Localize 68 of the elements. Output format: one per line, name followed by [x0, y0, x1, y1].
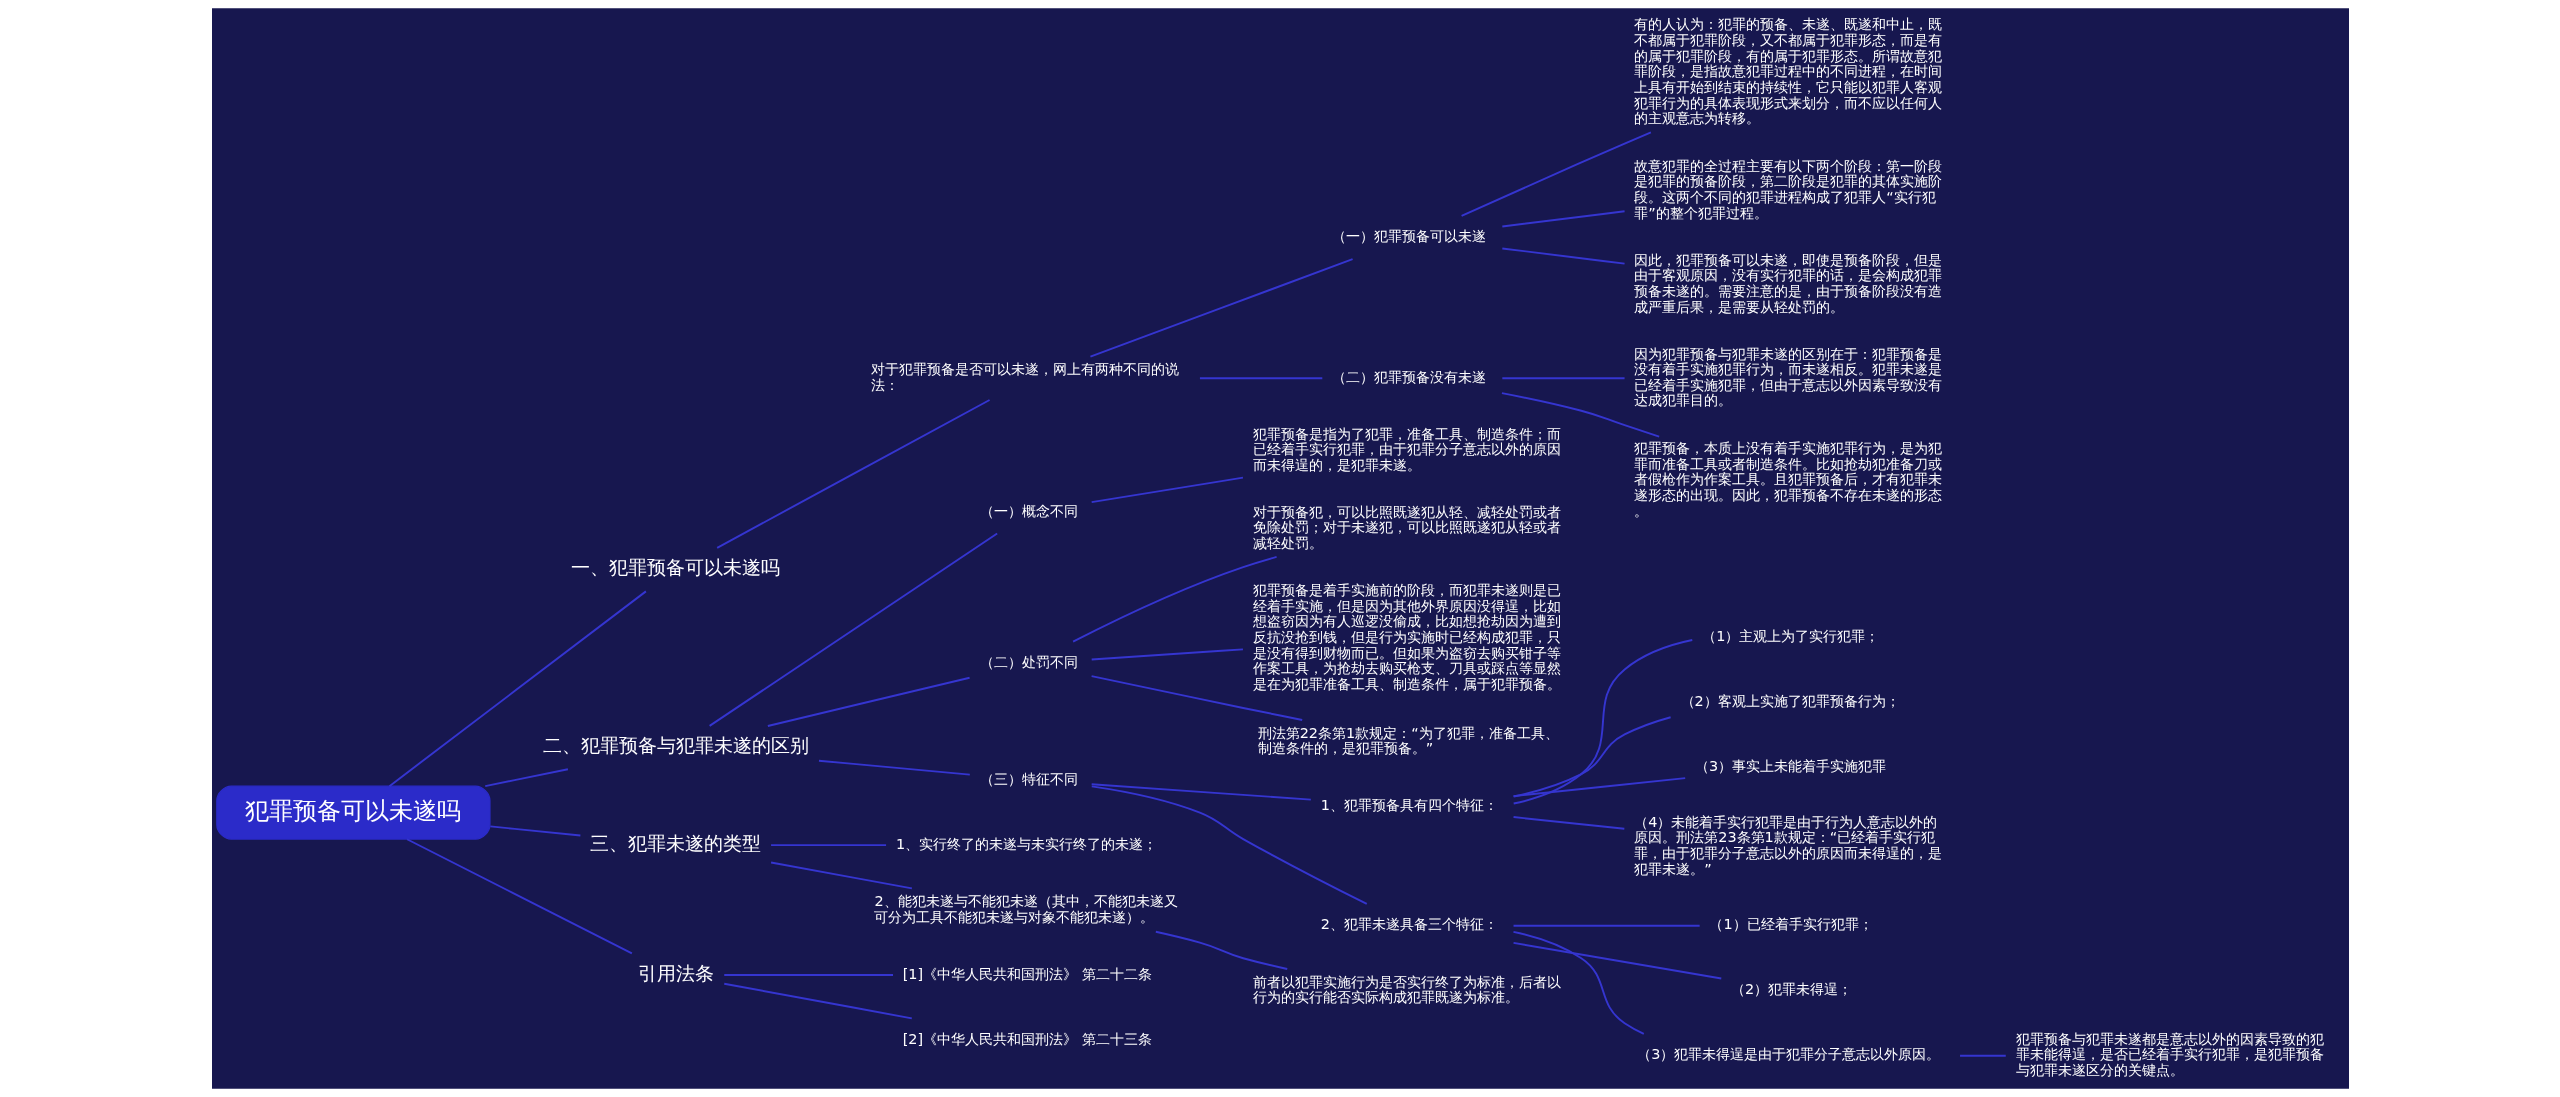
connector: [722, 974, 894, 977]
node-text: 犯罪预备与犯罪未遂都是意志以外的因素导致的犯罪未能得逞，是否已经着手实行犯罪，是犯罪预备与犯罪未遂区分的关键点。: [2015, 1030, 2324, 1079]
node-text: 三、犯罪未遂的类型: [589, 831, 761, 855]
connector: [1090, 648, 1244, 661]
node-text: 犯罪预备是着手实施前的阶段，而犯罪未遂则是已经着手实施，但是因为其他外界原因没得逞，比如想盗窃因为有人巡逻没偷成，比如想抢劫因为遭到反抗没抢到钱，但是行为实施时已经构成犯罪，只是没有得到财物而已。但如果为盗窃去购买钳子等作案工具，为抢劫去购买枪支、刀具或踩点等显然是在为犯罪准备工具、制造条件，属于犯罪预备。: [1252, 581, 1561, 692]
connector: [1512, 941, 1722, 980]
node-text: 1、犯罪预备具有四个特征：: [1320, 797, 1498, 814]
node-text: [2]《中华人民共和国刑法》 第二十三条: [902, 1030, 1152, 1047]
connector: [1500, 392, 1660, 438]
connector: [1512, 930, 1645, 1035]
connector: [769, 861, 913, 890]
connector: [817, 759, 971, 776]
connector: [405, 838, 633, 955]
connector: [769, 844, 887, 847]
node-text: 故意犯罪的全过程主要有以下两个阶段：第一阶段是犯罪的预备阶段，第二阶段是犯罪的其体实施阶段。这两个不同的犯罪进程构成了犯罪人“实行犯罪”的整个犯罪过程。: [1633, 157, 1942, 221]
connector: [483, 768, 569, 788]
node-text: 引用法条: [637, 961, 714, 985]
node-text: 对于预备犯，可以比照既遂犯从轻、减轻处罚或者免除处罚；对于未遂犯，可以比照既遂犯从轻或者减轻处罚。: [1252, 503, 1561, 552]
node-text: （2）客观上实施了犯罪预备行为；: [1680, 692, 1900, 709]
connector: [1090, 785, 1368, 905]
connector: [1090, 675, 1303, 721]
node-text: （二）犯罪预备没有未遂: [1331, 368, 1486, 385]
connector: [1090, 783, 1312, 801]
node-text: （1）主观上为了实行犯罪；: [1701, 627, 1879, 644]
node-text: （3）犯罪未得逞是由于犯罪分子意志以外原因。: [1636, 1046, 1940, 1063]
node-text: 犯罪预备，本质上没有着手实施犯罪行为，是为犯罪而准备工具或者制造条件。比如抢劫犯准备刀或者假枪作为作案工具。且犯罪预备后，才有犯罪未遂形态的出现。因此，犯罪预备不存在未遂的形态。: [1633, 439, 1942, 519]
connector: [1154, 930, 1288, 970]
node-text: 前者以犯罪实施行为是否实行终了为标准，后者以行为的实行能否实际构成犯罪既遂为标准。: [1252, 973, 1561, 1006]
connector: [1090, 476, 1244, 504]
node-text: （1）已经着手实行犯罪；: [1708, 916, 1873, 933]
connector: [1512, 777, 1686, 798]
node-text: 有的人认为：犯罪的预备、未遂、既遂和中止，既不都属于犯罪阶段，又不都属于犯罪形态，而是有的属于犯罪阶段，有的属于犯罪形态。所谓故意犯罪阶段，是指故意犯罪过程中的不同进程，在时间上具有开始到结束的持续性，它只能以犯罪人客观犯罪行为的具体表现形式来划分，而不应以任何人的主观意志为转移。: [1633, 16, 1942, 127]
connector: [1198, 377, 1323, 380]
connector: [488, 825, 581, 837]
node-box: 犯罪预备可以未遂吗: [215, 785, 491, 840]
connector: [1500, 210, 1626, 228]
node-text: [1]《中华人民共和国刑法》 第二十二条: [902, 965, 1152, 982]
node-text: 2、能犯未遂与不能犯未遂（其中，不能犯未遂又可分为工具不能犯未遂与对象不能犯未遂）。: [873, 892, 1178, 925]
connector: [388, 590, 647, 788]
connector: [722, 982, 913, 1020]
node-text: 1、实行终了的未遂与未实行终了的未遂；: [895, 835, 1157, 852]
node-text: 刑法第22条第1款规定：“为了犯罪，准备工具、制造条件的，是犯罪预备。”: [1257, 724, 1559, 757]
connector: [1512, 924, 1701, 927]
connector: [715, 399, 991, 549]
connector: [1500, 247, 1626, 265]
node-text: （3）事实上未能着手实施犯罪: [1694, 757, 1886, 774]
connector: [1460, 131, 1652, 217]
connector: [708, 532, 998, 727]
node-text: 因为犯罪预备与犯罪未遂的区别在于：犯罪预备是没有着手实施犯罪行为，而未遂相反。犯罪未遂是已经着手实施犯罪，但由于意志以外因素导致没有达成犯罪目的。: [1633, 345, 1942, 409]
node-text: （一）概念不同: [979, 502, 1078, 519]
node-text: （二）处罚不同: [979, 654, 1078, 671]
node-text: （2）犯罪未得逞；: [1730, 981, 1852, 998]
connector: [1512, 639, 1693, 805]
node-text: （三）特征不同: [979, 770, 1078, 787]
node-text: （4）未能着手实行犯罪是由于行为人意志以外的原因。刑法第23条第1款规定：“已经着手实行犯罪，由于犯罪分子意志以外的原因而未得逞的，是犯罪未遂。”: [1633, 813, 1942, 877]
connector: [1500, 377, 1626, 380]
connector: [1071, 555, 1278, 643]
node-text: 二、犯罪预备与犯罪未遂的区别: [542, 734, 809, 758]
node-text: 犯罪预备是指为了犯罪，准备工具、制造条件；而已经着手实行犯罪，由于犯罪分子意志以外的原因而未得逞的，是犯罪未遂。: [1252, 425, 1561, 473]
node-text: （一）犯罪预备可以未遂: [1331, 228, 1486, 245]
node-text: 2、犯罪未遂具备三个特征：: [1320, 916, 1498, 933]
connector: [1958, 1054, 2007, 1057]
node-text: 对于犯罪预备是否可以未遂，网上有两种不同的说法：: [870, 361, 1179, 393]
node-text: 因此，犯罪预备可以未遂，即使是预备阶段，但是由于客观原因，没有实行犯罪的话，是会构成犯罪预备未遂的。需要注意的是，由于预备阶段没有造成严重后果，是需要从轻处罚的。: [1633, 251, 1942, 315]
node-text: 一、犯罪预备可以未遂吗: [570, 556, 780, 580]
connector: [1088, 258, 1354, 358]
connector: [766, 676, 971, 727]
connector: [1512, 816, 1625, 830]
